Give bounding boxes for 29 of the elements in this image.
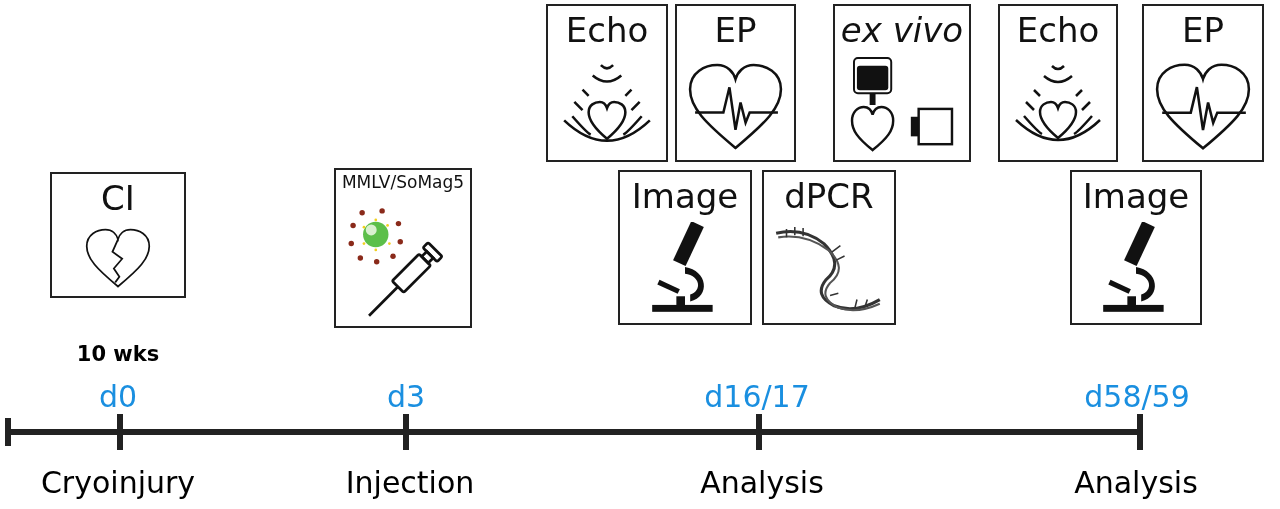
icon-panel xyxy=(1070,170,1202,325)
phase-label: Analysis xyxy=(700,465,824,500)
panel-title: EP xyxy=(1181,10,1225,50)
panel-title: Echo xyxy=(1015,10,1101,50)
icon-panel xyxy=(546,4,668,162)
icon-panel xyxy=(762,170,896,325)
icon-panel xyxy=(50,172,186,298)
icon-panel xyxy=(998,4,1118,162)
panel-title: Image xyxy=(630,176,740,216)
phase-label: Cryoinjury xyxy=(40,465,196,500)
icon-panel xyxy=(833,4,971,162)
phase-label: Injection xyxy=(345,465,475,500)
icon-panel xyxy=(1142,4,1264,162)
day-label: d58/59 xyxy=(1084,379,1190,414)
panel-title: EP xyxy=(713,10,758,50)
panel-title: MMLV/SoMag5 xyxy=(340,172,466,192)
panel-title: CI xyxy=(100,178,136,218)
day-label: d16/17 xyxy=(704,379,810,414)
icon-panel xyxy=(675,4,796,162)
day-label: d3 xyxy=(386,379,426,414)
panel-title: Echo xyxy=(564,10,650,50)
panel-title: Image xyxy=(1081,176,1191,216)
panel-title: ex vivo xyxy=(839,10,965,50)
icon-panel xyxy=(618,170,752,325)
panel-title: dPCR xyxy=(783,176,875,216)
day-label: d0 xyxy=(98,379,138,414)
duration-label: 10 wks xyxy=(76,342,160,366)
phase-label: Analysis xyxy=(1074,465,1198,500)
icon-panel xyxy=(334,168,472,328)
